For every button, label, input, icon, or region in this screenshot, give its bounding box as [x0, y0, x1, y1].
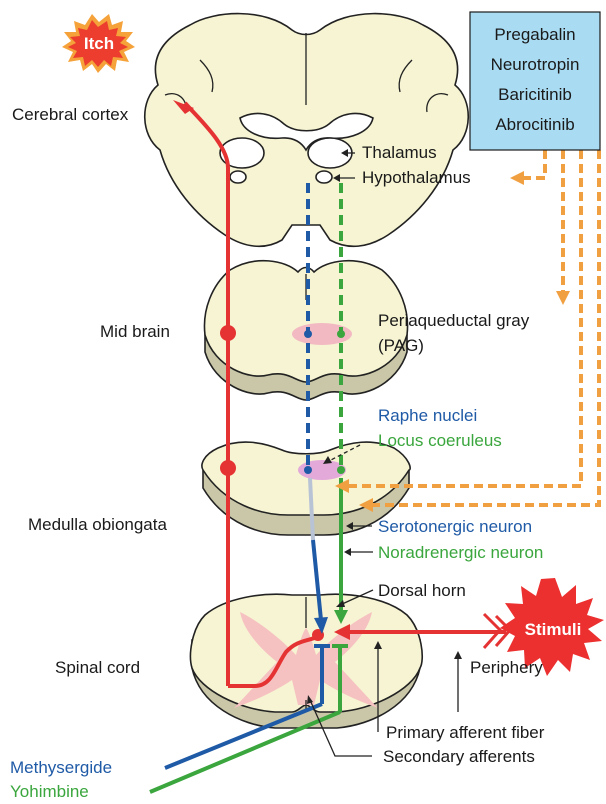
drug-pregabalin: Pregabalin [494, 25, 575, 44]
label-dorsal-horn: Dorsal horn [378, 581, 466, 600]
yohimbine-line [150, 712, 340, 792]
drug-neurotropin: Neurotropin [491, 55, 580, 74]
hypothalamus-right [316, 171, 332, 183]
locus-dot [337, 466, 345, 474]
midbrain-relay-dot [220, 325, 236, 341]
drug-abrocitinib: Abrocitinib [495, 115, 574, 134]
pag-green-dot [337, 330, 345, 338]
itch-badge: Itch [62, 14, 135, 73]
label-yohimbine: Yohimbine [10, 782, 89, 801]
label-pag-line1: Periaqueductal gray [378, 311, 530, 330]
hypothalamus-left [230, 171, 246, 183]
label-serotonergic-neuron: Serotonergic neuron [378, 517, 532, 536]
label-pag-line2: (PAG) [378, 336, 424, 355]
itch-label: Itch [84, 34, 114, 53]
label-periphery: Periphery [470, 658, 543, 677]
label-thalamus: Thalamus [362, 143, 437, 162]
label-methysergide: Methysergide [10, 758, 112, 777]
label-medulla: Medulla obiongata [28, 515, 167, 534]
medulla-relay-dot [220, 460, 236, 476]
pag-blue-dot [304, 330, 312, 338]
drug-box: Pregabalin Neurotropin Baricitinib Abroc… [470, 12, 600, 150]
label-raphe-nuclei: Raphe nuclei [378, 406, 477, 425]
label-primary-afferent-fiber: Primary afferent fiber [386, 723, 545, 742]
spinal-cord [191, 594, 423, 728]
label-cerebral-cortex: Cerebral cortex [12, 105, 129, 124]
stimuli-label: Stimuli [525, 620, 582, 639]
drug-baricitinib: Baricitinib [498, 85, 572, 104]
raphe-dot [304, 466, 312, 474]
label-mid-brain: Mid brain [100, 322, 170, 341]
label-locus-coeruleus: Locus coeruleus [378, 431, 502, 450]
label-hypothalamus: Hypothalamus [362, 168, 471, 187]
label-secondary-afferents: Secondary afferents [383, 747, 535, 766]
cerebrum [145, 14, 469, 247]
label-spinal-cord: Spinal cord [55, 658, 140, 677]
label-noradrenergic-neuron: Noradrenergic neuron [378, 543, 543, 562]
